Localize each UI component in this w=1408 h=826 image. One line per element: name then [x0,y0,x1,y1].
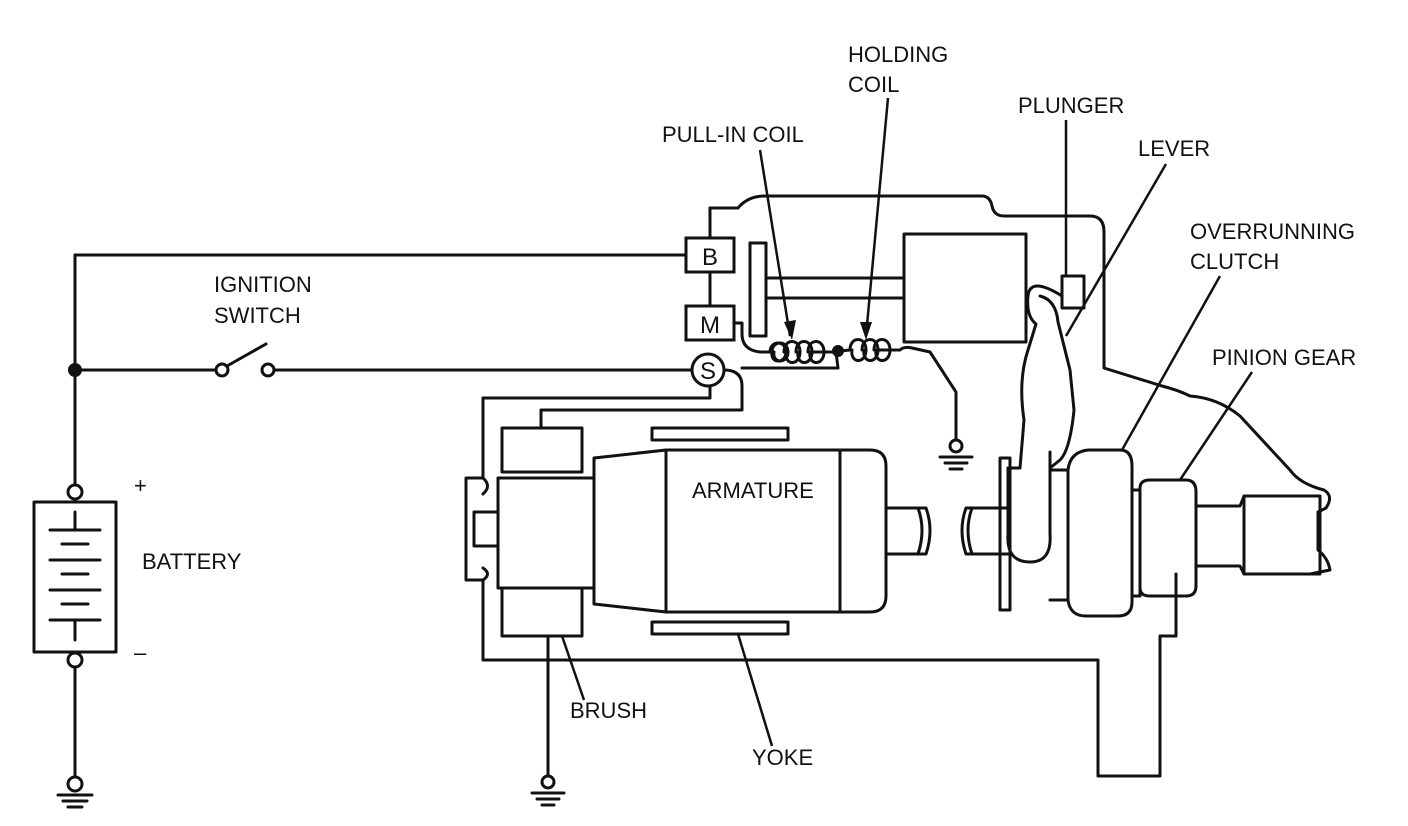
overrunning-clutch-label-line1: OVERRUNNING [1190,219,1356,244]
pinion-gear [1130,478,1322,598]
plunger [1006,274,1086,470]
yoke-pole-top [650,426,790,442]
holding-coil [740,338,958,442]
battery-negative-terminal [66,651,84,669]
pinion-gear-label: PINION GEAR [1212,345,1357,370]
battery-plus-label: + [134,473,147,498]
brush-leader [560,635,586,701]
terminal-s: S [690,352,726,388]
armature [592,448,888,614]
brush-top [500,426,584,474]
clutch-leader [1120,275,1222,451]
terminal-s-label: S [700,358,716,385]
drive-housing [1160,384,1332,576]
lever-label: LEVER [1138,136,1211,161]
battery-minus-label: – [134,640,147,665]
lever-leader [1064,163,1168,337]
ignition-switch-label-line2: SWITCH [214,303,301,328]
ignition-switch-label-line1: IGNITION [214,272,312,297]
holding-coil-label-line1: HOLDING [848,42,949,67]
yoke-leader [736,633,774,747]
lever [1006,294,1076,564]
solenoid-housing [708,194,1164,388]
commutator [496,476,596,590]
battery-wiring [56,253,688,809]
yoke-pole-bottom [650,620,790,636]
battery [32,483,118,669]
overrunning-clutch [998,448,1134,618]
plunger-label: PLUNGER [1018,93,1125,118]
armature-shaft [884,506,1010,556]
terminal-m-label: M [700,312,720,339]
pull-in-coil [768,340,838,364]
ignition-switch [214,342,696,378]
holding-coil-leader [864,97,890,337]
battery-label: BATTERY [142,549,242,574]
battery-positive-terminal [66,483,84,501]
pinion-leader [1178,371,1254,481]
armature-label: ARMATURE [692,478,814,503]
terminal-wiring [481,206,772,480]
terminal-b-label: B [702,244,718,271]
holding-coil-label-line2: COIL [848,72,900,97]
terminal-b: B [684,236,736,274]
pull-in-coil-leader [758,149,792,337]
coil-ground [938,438,974,471]
brush-label: BRUSH [570,698,648,723]
pull-in-coil-label: PULL-IN COIL [662,122,804,147]
terminal-m: M [684,304,736,342]
leader-lines [560,97,1254,747]
yoke-label: YOKE [752,745,814,770]
overrunning-clutch-label-line2: CLUTCH [1190,249,1280,274]
